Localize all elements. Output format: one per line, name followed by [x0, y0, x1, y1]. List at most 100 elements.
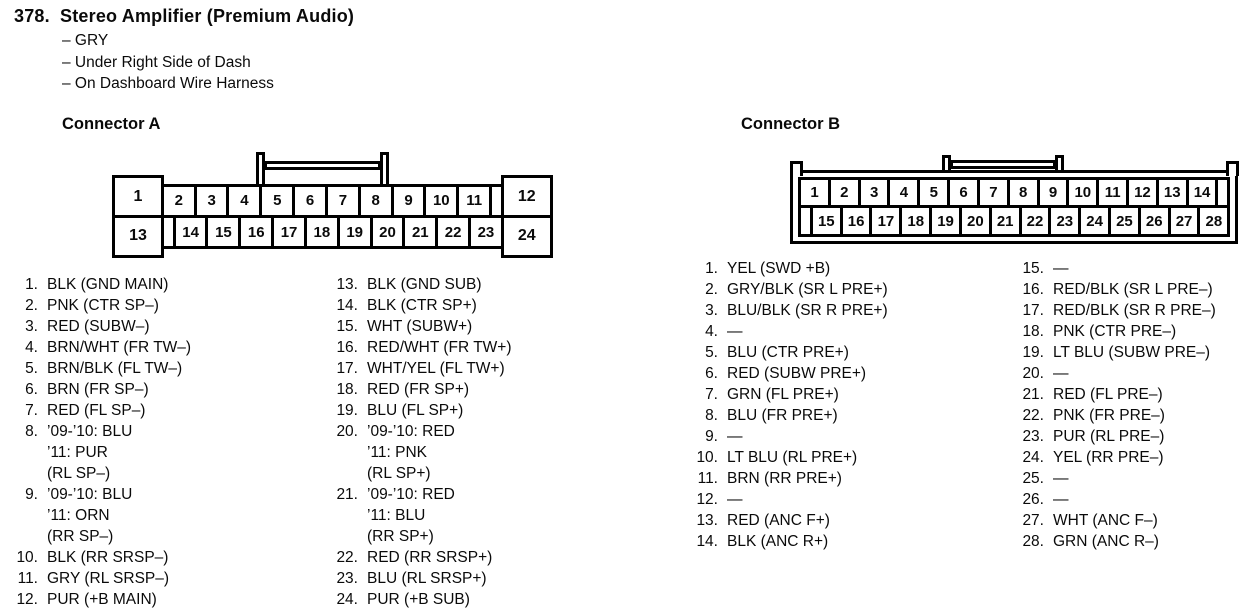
- pin-cell: 3: [193, 183, 230, 218]
- pin-cell: 2: [160, 183, 197, 218]
- connector-a-label: Connector A: [62, 115, 161, 133]
- pin-cell: 8: [1006, 177, 1040, 209]
- pin-description: BLK (GND SUB): [367, 276, 482, 293]
- pin-list-item: 5. BRN/BLK (FL TW–): [10, 358, 191, 379]
- pin-number: 7.: [25, 402, 38, 419]
- mount-ear-left: [789, 161, 803, 176]
- pin-number: 10.: [696, 449, 718, 466]
- pin-cell: 11: [1096, 177, 1130, 209]
- pin-cell: 9: [390, 183, 427, 218]
- pin-cell: 20: [958, 205, 992, 237]
- pin-cell: 23: [1048, 205, 1082, 237]
- pin-cell: 6: [292, 183, 329, 218]
- pin-number: 8.: [25, 423, 38, 440]
- pin-cell: 13: [112, 214, 164, 258]
- pin-number: 21.: [336, 486, 358, 503]
- latch-post-left: [256, 152, 265, 186]
- pin-number: 8.: [705, 407, 718, 424]
- pin-list-item: 25. —: [1016, 468, 1216, 489]
- pin-list-item: 11. GRY (RL SRSP–): [10, 568, 191, 589]
- pin-description: ’09-’10: BLU’11: PUR(RL SP–): [47, 423, 133, 482]
- pin-description: BLK (RR SRSP–): [47, 549, 169, 566]
- pin-description: LT BLU (RL PRE+): [727, 449, 858, 466]
- pin-list-item: 9. —: [690, 426, 888, 447]
- pin-cell: 23: [467, 214, 504, 250]
- pin-number: 6.: [705, 365, 718, 382]
- pin-list-item: 28. GRN (ANC R–): [1016, 531, 1216, 552]
- pin-description: —: [727, 491, 743, 508]
- detail-line: – GRY: [62, 32, 109, 49]
- pin-cell: 18: [899, 205, 933, 237]
- pin-cell: 20: [369, 214, 406, 250]
- pin-number: 3.: [705, 302, 718, 319]
- pin-description: WHT (SUBW+): [367, 318, 473, 335]
- pin-description: LT BLU (SUBW PRE–): [1053, 344, 1211, 361]
- pin-cell: 5: [917, 177, 951, 209]
- pin-cell: 21: [988, 205, 1022, 237]
- pin-number: 2.: [705, 281, 718, 298]
- detail-line: – Under Right Side of Dash: [62, 53, 251, 71]
- pin-list-item: 5. BLU (CTR PRE+): [690, 342, 888, 363]
- connector-a-latch: [256, 152, 389, 186]
- pin-description: PUR (RL PRE–): [1053, 428, 1165, 445]
- pin-description: ’09-’10: RED’11: PNK(RL SP+): [367, 423, 455, 482]
- pin-description: PUR (+B MAIN): [47, 591, 157, 608]
- pin-number: 17.: [336, 360, 358, 377]
- pin-description: —: [1053, 470, 1069, 487]
- pin-list-item: 15. —: [1016, 258, 1216, 279]
- pin-number: 23.: [1022, 428, 1044, 445]
- pin-description: BRN/WHT (FR TW–): [47, 339, 192, 356]
- pin-list-item: 13. RED (ANC F+): [690, 510, 888, 531]
- pin-list-item: 8. BLU (FR PRE+): [690, 405, 888, 426]
- latch-bar: [264, 161, 381, 170]
- pin-list-item: 15. WHT (SUBW+): [330, 316, 512, 337]
- pin-cell: 24: [500, 214, 553, 258]
- pin-number: 10.: [16, 549, 38, 566]
- pin-cell: 26: [1137, 205, 1171, 237]
- pin-cell: 22: [435, 214, 472, 250]
- pin-description: —: [727, 428, 743, 445]
- pin-list-item: 9. ’09-’10: BLU’11: ORN(RR SP–): [10, 484, 191, 547]
- pin-cell: 1: [112, 175, 164, 218]
- latch-bar: [950, 160, 1056, 169]
- pin-description: GRN (ANC R–): [1053, 533, 1159, 550]
- pin-number: 11.: [17, 570, 38, 587]
- pin-cell: 16: [839, 205, 873, 237]
- mount-ear-right: [1225, 161, 1239, 176]
- pin-description: YEL (SWD +B): [727, 260, 831, 277]
- pin-list-item: 17. WHT/YEL (FL TW+): [330, 358, 512, 379]
- pin-list-item: 10. LT BLU (RL PRE+): [690, 447, 888, 468]
- pin-list-item: 23. PUR (RL PRE–): [1016, 426, 1216, 447]
- pin-cell: 10: [423, 183, 460, 218]
- pin-description: BLU (FR PRE+): [727, 407, 838, 424]
- connector-b-label: Connector B: [741, 115, 840, 133]
- pin-description: BLU (RL SRSP+): [367, 570, 487, 587]
- pin-cell: 12: [1125, 177, 1159, 209]
- pin-cell: 7: [324, 183, 361, 218]
- pin-number: 1.: [25, 276, 38, 293]
- pin-cell: 14: [172, 214, 209, 250]
- pin-description: YEL (RR PRE–): [1053, 449, 1164, 466]
- pin-list-item: 20. —: [1016, 363, 1216, 384]
- pin-list-item: 10. BLK (RR SRSP–): [10, 547, 191, 568]
- pin-description: RED (FR SP+): [367, 381, 470, 398]
- pin-list-item: 4. —: [690, 321, 888, 342]
- pin-cell: 10: [1066, 177, 1100, 209]
- pin-number: 18.: [336, 381, 358, 398]
- pin-cell: 11: [456, 183, 493, 218]
- pin-description: —: [1053, 260, 1069, 277]
- pin-description: RED (ANC F+): [727, 512, 830, 529]
- pin-list-item: 22. RED (RR SRSP+): [330, 547, 512, 568]
- pin-number: 22.: [1022, 407, 1044, 424]
- pin-cell: 8: [357, 183, 394, 218]
- item-number: 378.: [14, 6, 50, 26]
- pin-list-item: 2. GRY/BLK (SR L PRE+): [690, 279, 888, 300]
- pin-list-item: 17. RED/BLK (SR R PRE–): [1016, 300, 1215, 321]
- pin-cell: 16: [238, 214, 275, 250]
- pin-cell: 25: [1107, 205, 1141, 237]
- pin-list-item: 12. PUR (+B MAIN): [10, 589, 191, 610]
